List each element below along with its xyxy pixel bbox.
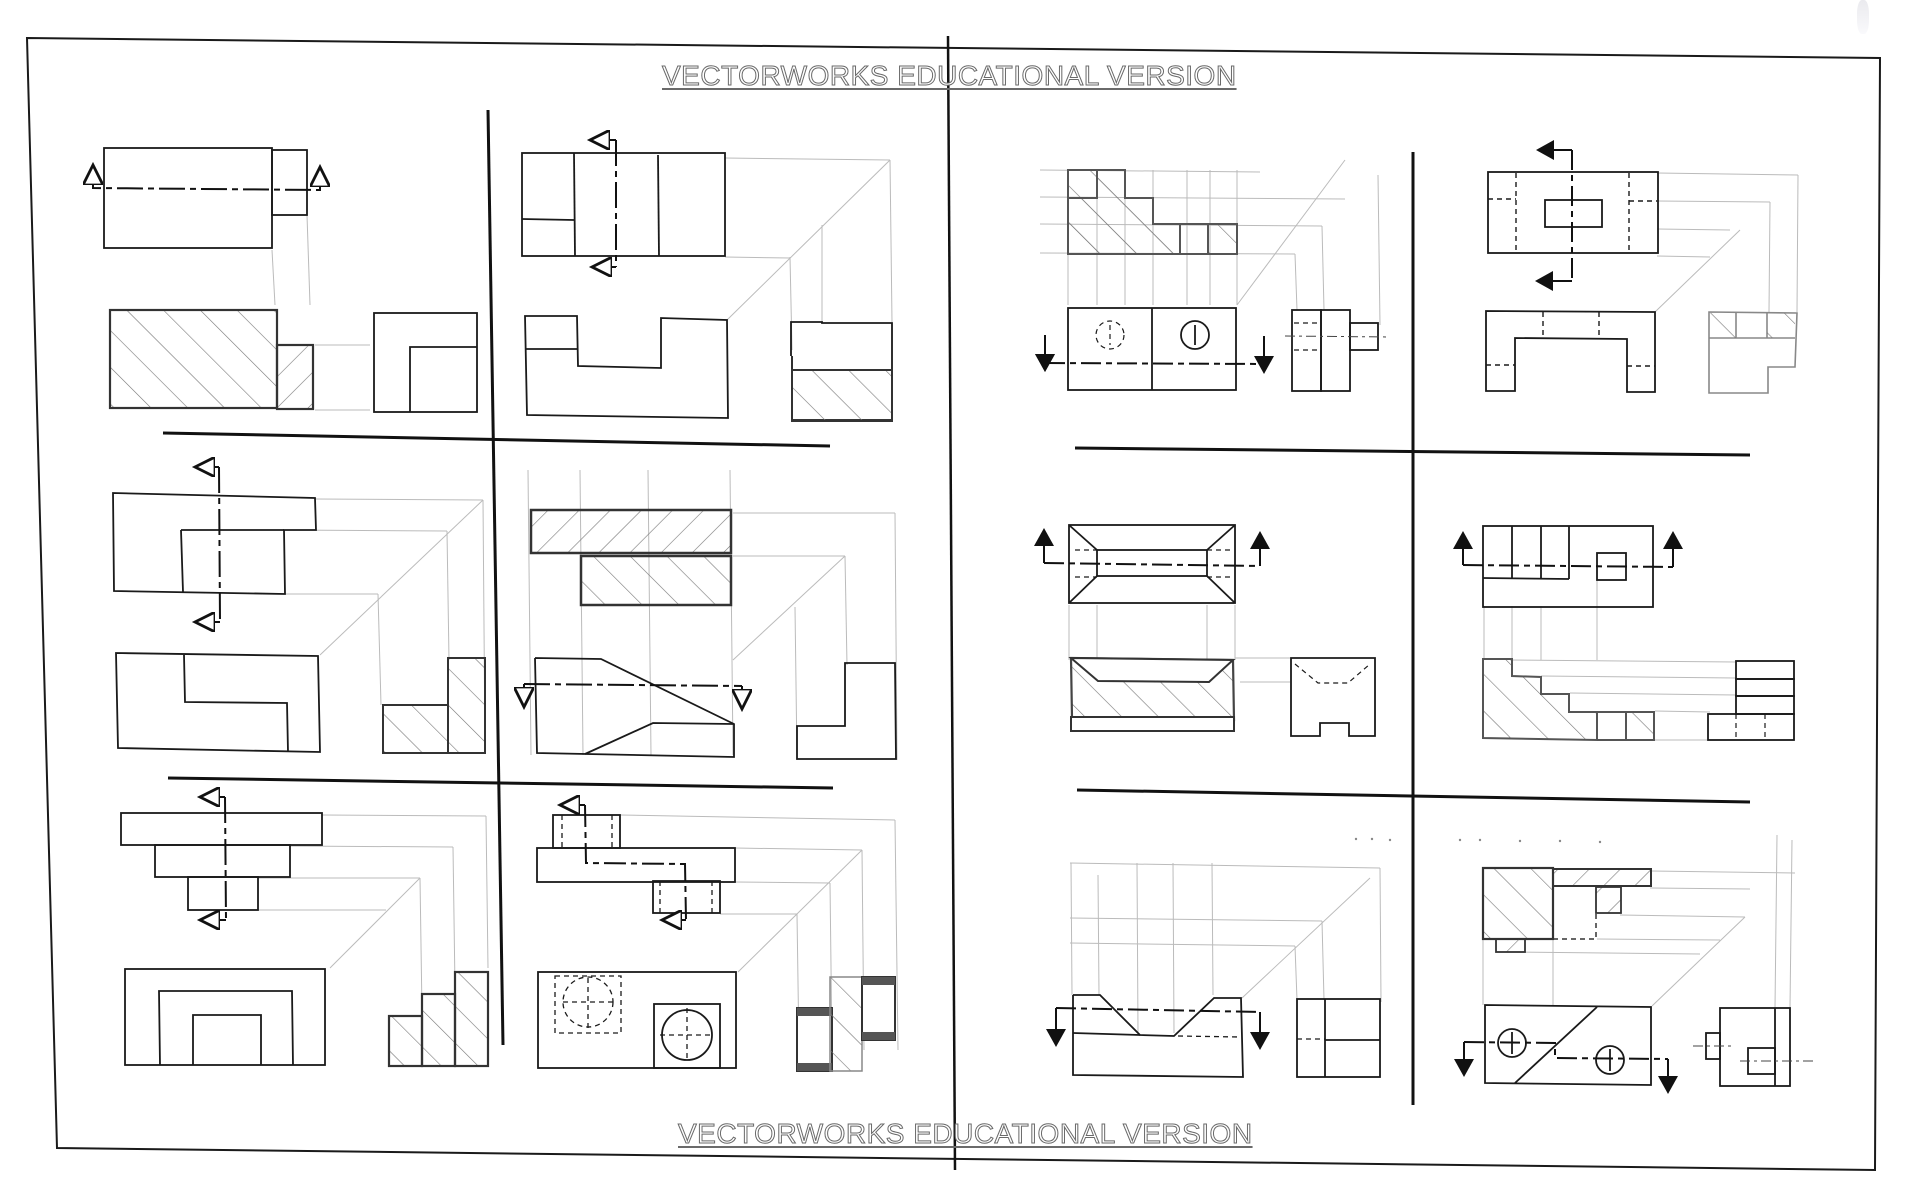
exercise-3	[112, 467, 486, 754]
exercise-4	[524, 469, 898, 761]
exercise-2	[521, 140, 893, 422]
paper-smudge	[1857, 0, 1869, 34]
exercise-11	[1046, 862, 1382, 1078]
exercise-8	[1485, 140, 1799, 394]
exercise-1	[93, 147, 478, 413]
exercise-7	[1035, 159, 1391, 392]
right-grid-dividers	[1074, 152, 1751, 1105]
exercise-5	[120, 797, 490, 1068]
left-grid-dividers	[162, 109, 834, 1046]
sheet-border	[25, 36, 1882, 1172]
exercise-9	[1034, 524, 1376, 737]
exercise-12	[1354, 834, 1816, 1094]
exercise-6	[536, 805, 899, 1072]
watermark-bottom: VECTORWORKS EDUCATIONAL VERSION	[678, 1118, 1253, 1150]
center-divider	[946, 35, 957, 1171]
watermark-top: VECTORWORKS EDUCATIONAL VERSION	[662, 60, 1237, 92]
exercise-10	[1453, 525, 1795, 742]
